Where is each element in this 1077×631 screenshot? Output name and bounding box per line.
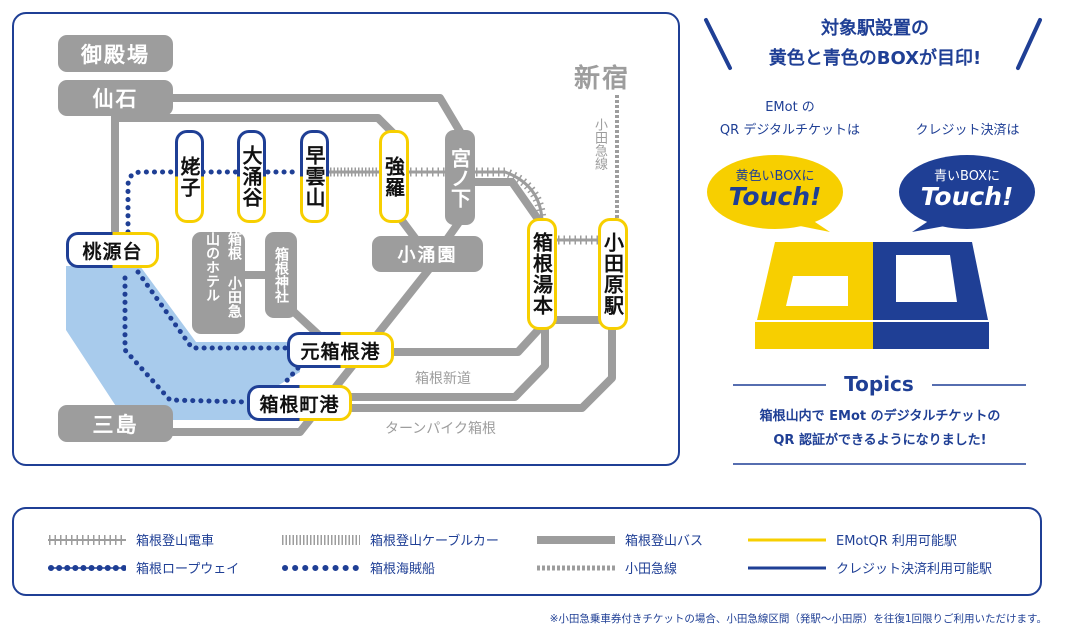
ship-line-icon xyxy=(282,564,360,571)
legend-item-ropeway: 箱根ロープウェイ xyxy=(48,558,239,577)
ropeway-and-ship xyxy=(122,169,303,405)
road-hakone-shindo: 箱根新道 xyxy=(415,371,471,387)
bubble-blue-touch: Touch! xyxy=(920,182,1014,211)
legend-item-odakyu: 小田急線 xyxy=(537,558,677,577)
legend-item-cable-car: 箱根登山ケーブルカー xyxy=(282,530,499,549)
station-owakudani: 大涌谷 xyxy=(237,130,266,223)
station-gora: 強羅 xyxy=(379,130,409,223)
bus-lines xyxy=(111,94,616,436)
legend-item-bus: 箱根登山バス xyxy=(537,530,703,549)
station-kowakien: 小涌園 xyxy=(372,236,483,272)
station-ubako: 姥子 xyxy=(175,130,204,223)
bubble-blue xyxy=(899,155,1035,229)
bus-line-icon xyxy=(537,535,615,544)
slash-right xyxy=(1016,18,1042,70)
bubble-yellow xyxy=(707,155,843,229)
station-motohakone-port: 元箱根港 xyxy=(287,332,394,368)
station-hakonejinja: 箱根神社 xyxy=(265,232,297,318)
railway-lines xyxy=(328,95,619,245)
slash-left xyxy=(704,18,732,70)
headline: 対象駅設置の 黄色と青色のBOXが目印! xyxy=(768,18,982,69)
road-turnpike: ターンパイク箱根 xyxy=(385,421,497,437)
station-mishima: 三島 xyxy=(58,405,173,442)
station-togendai: 桃源台 xyxy=(66,232,159,268)
route-map-frame xyxy=(12,12,680,466)
station-miyanoshita: 宮ノ下 xyxy=(445,130,475,225)
station-odawara: 小田原駅 xyxy=(598,218,628,330)
bubble-yellow-text: 黄色いBOXに xyxy=(735,169,815,184)
yellow-line-icon xyxy=(748,538,826,541)
shinjuku-label: 新宿 xyxy=(574,64,631,94)
legend xyxy=(12,507,1042,596)
station-yamanohotel: 箱根 小田急 山のホテル xyxy=(192,232,245,334)
station-hakonemachi-port: 箱根町港 xyxy=(247,385,352,421)
legend-item-pirate-ship: 箱根海賊船 xyxy=(282,558,435,577)
blue-line-icon xyxy=(748,566,826,569)
topics-text: 箱根山内で EMot のデジタルチケットの QR 認証ができるようになりました! xyxy=(759,409,1001,448)
station-hakone-yumoto: 箱根湯本 xyxy=(527,218,557,330)
station-sengoku: 仙石 xyxy=(58,80,173,116)
legend-item-emot-qr: EMotQR 利用可能駅 xyxy=(748,530,957,549)
railway-line-icon xyxy=(48,534,126,545)
footnote: ※小田急乗車券付きチケットの場合、小田急線区間（発駅〜小田原）を往復1回限りご利… xyxy=(549,613,1047,625)
credit-label: クレジット決済は xyxy=(915,123,1020,138)
cable-car-line-icon xyxy=(282,534,360,545)
legend-item-tozan-train: 箱根登山電車 xyxy=(48,530,214,549)
station-sounzan: 早雲山 xyxy=(300,130,329,223)
ropeway-line-icon xyxy=(48,564,126,571)
bubble-yellow-touch: Touch! xyxy=(728,182,822,211)
station-gotemba: 御殿場 xyxy=(58,35,173,72)
topics-title: Topics xyxy=(844,372,914,396)
odakyu-line-label: 小田急線 xyxy=(592,118,607,170)
bubble-blue-text: 青いBOXに xyxy=(934,169,1000,184)
emot-label: EMot の QR デジタルチケットは xyxy=(719,100,861,138)
legend-item-credit: クレジット決済利用可能駅 xyxy=(748,558,992,577)
odakyu-line-icon xyxy=(537,565,615,570)
